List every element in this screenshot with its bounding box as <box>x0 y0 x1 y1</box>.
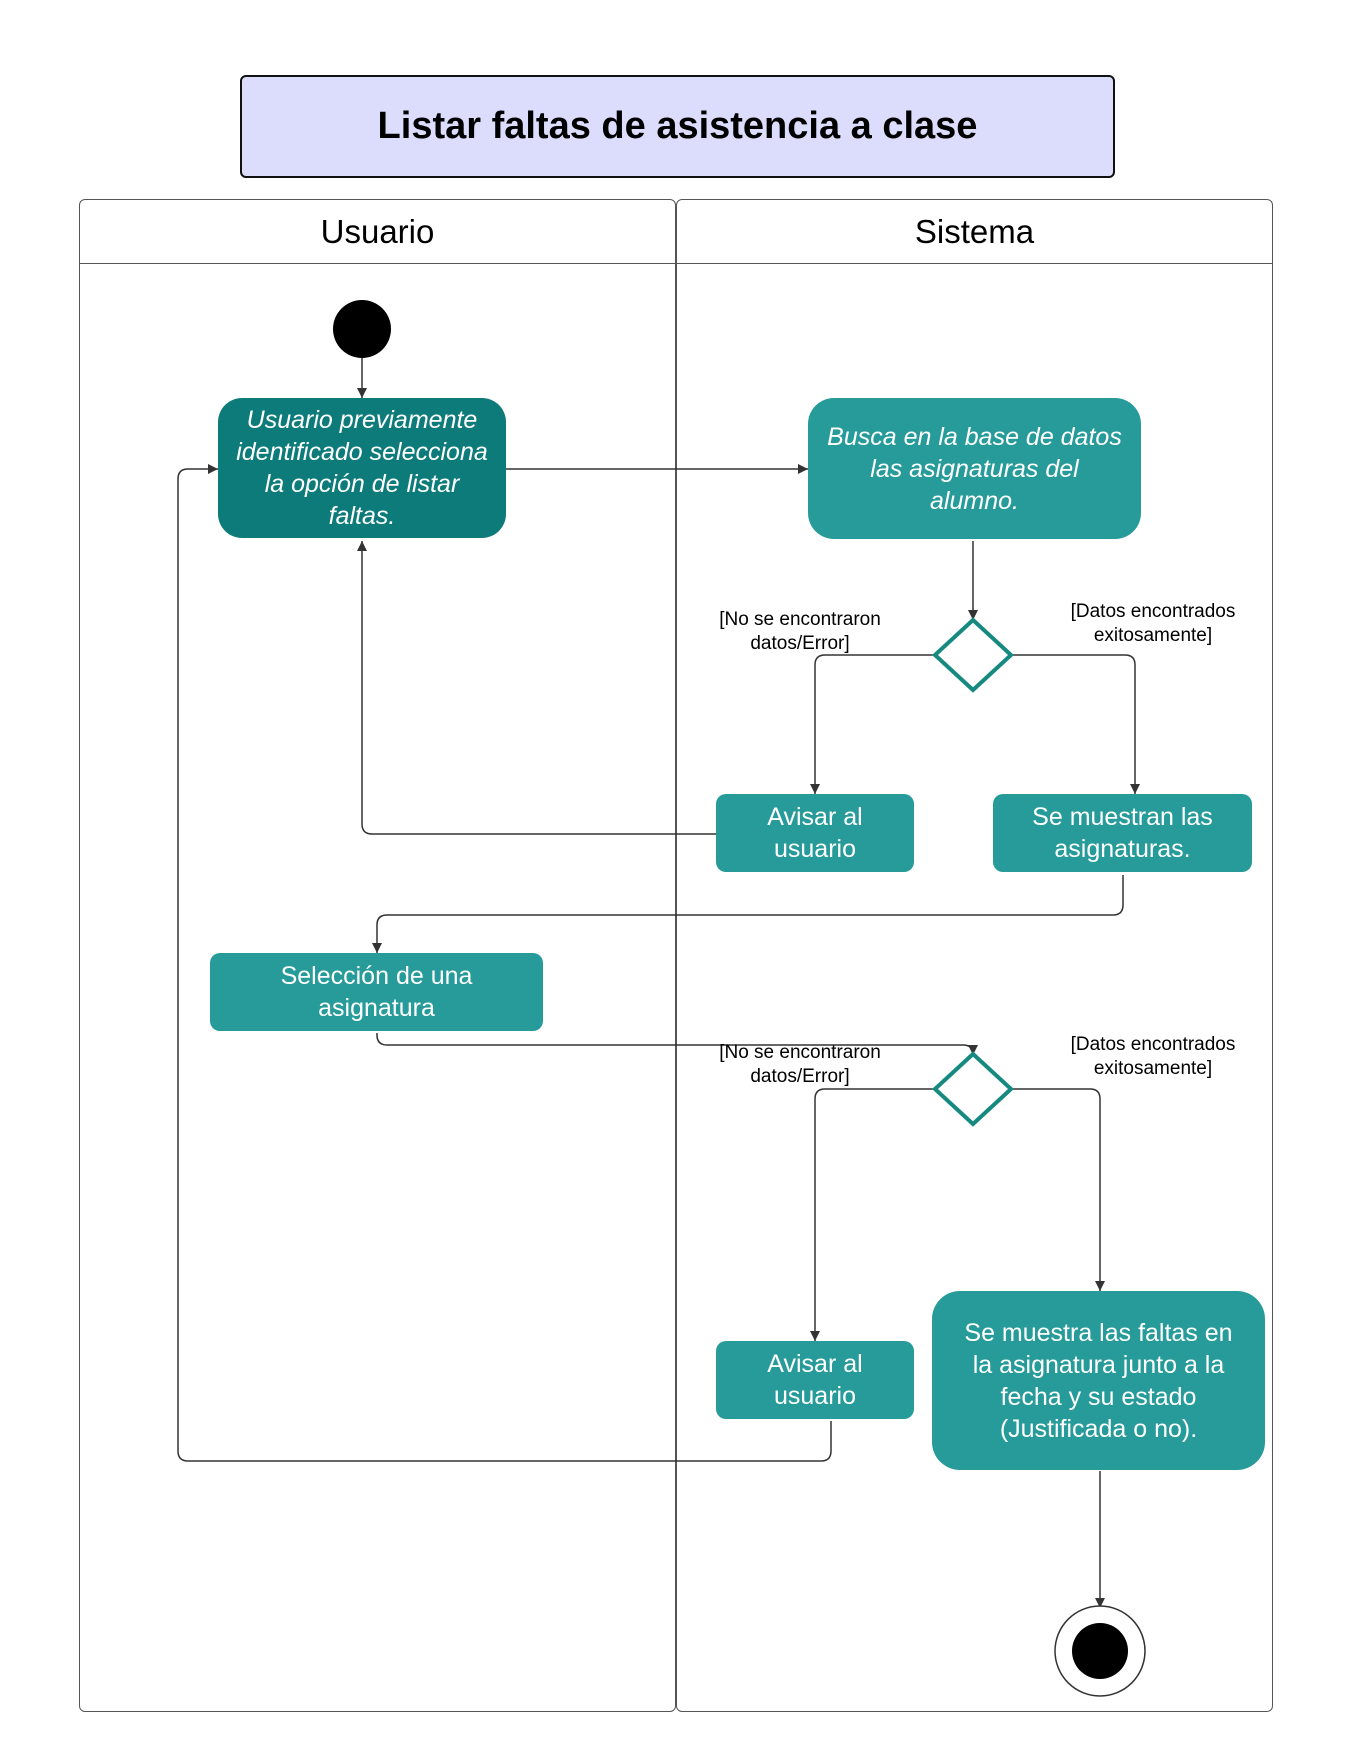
activity-search-database: Busca en la base de datos las asignatura… <box>808 398 1141 539</box>
activity-select-option: Usuario previamente identificado selecci… <box>218 398 506 538</box>
activity-select-subject: Selección de una asignatura <box>210 953 543 1031</box>
diagram-title: Listar faltas de asistencia a clase <box>377 105 978 147</box>
activity-show-subjects: Se muestran las asignaturas. <box>993 794 1252 872</box>
activity-notify-user-1: Avisar al usuario <box>716 794 914 872</box>
lane-header-sistema: Sistema <box>677 200 1272 264</box>
guard-found-1: [Datos encontrados exitosamente] <box>1070 601 1236 646</box>
lane-header-usuario: Usuario <box>80 200 675 264</box>
guard-found-2: [Datos encontrados exitosamente] <box>1070 1034 1236 1079</box>
activity-notify-user-2: Avisar al usuario <box>716 1341 914 1419</box>
activity-show-absences: Se muestra las faltas en la asignatura j… <box>932 1291 1265 1470</box>
guard-not-found-2: [No se encontraron datos/Error] <box>719 1042 881 1087</box>
guard-not-found-1: [No se encontraron datos/Error] <box>719 609 881 654</box>
diagram-title-box: Listar faltas de asistencia a clase <box>240 75 1115 178</box>
